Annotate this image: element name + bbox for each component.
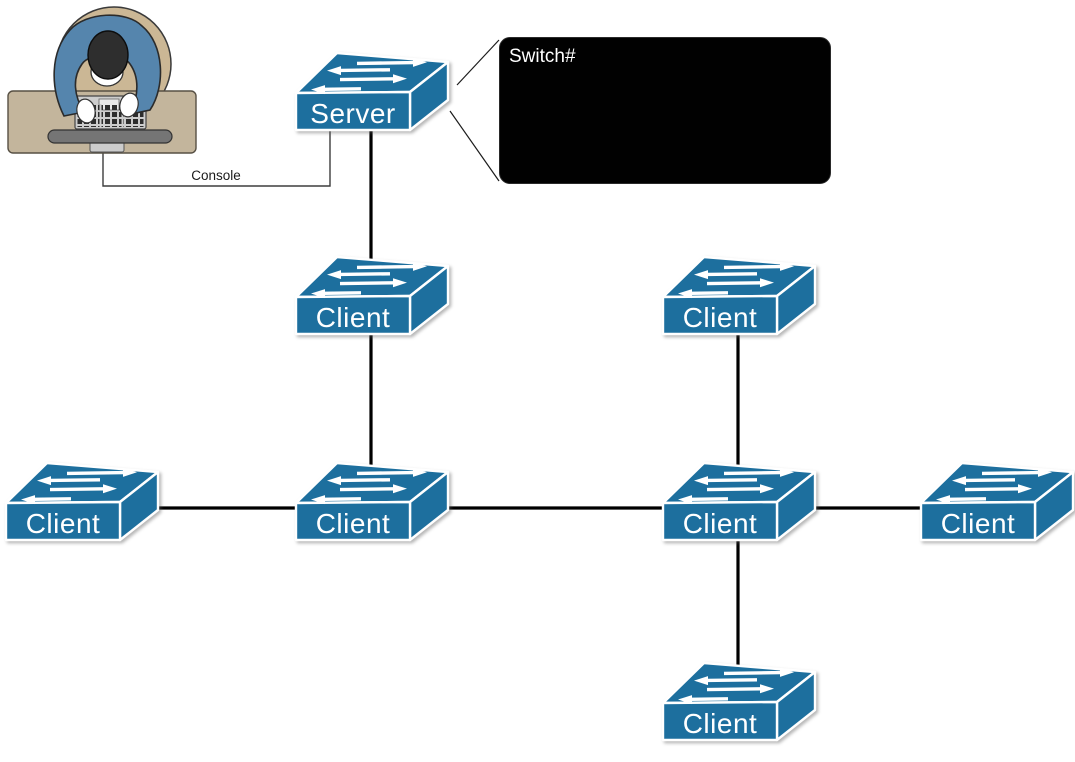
switch-node-client-far-right[interactable]: Client [918, 461, 1075, 542]
cli-prompt: Switch# [509, 46, 576, 67]
switch-node-client-right-top[interactable]: Client [660, 255, 818, 336]
switch-label-server: Server [310, 98, 395, 129]
switch-label-client-mid-right: Client [683, 508, 758, 539]
switch-label-client-bottom: Client [683, 708, 758, 739]
switch-node-client-mid-top[interactable]: Client [293, 255, 451, 336]
switch-node-client-mid-right[interactable]: Client [660, 461, 818, 542]
console-terminal-window[interactable]: Switch# [499, 37, 831, 184]
switch-label-client-far-left: Client [26, 508, 101, 539]
switch-label-client-mid-left: Client [316, 508, 391, 539]
callout-line-bottom [449, 110, 500, 182]
person-body [53, 14, 162, 117]
console-cable-label: Console [191, 168, 241, 183]
person-left-hand [76, 98, 96, 124]
callout-line-top [456, 39, 500, 86]
switch-node-client-mid-left[interactable]: Client [293, 461, 451, 542]
switch-node-server[interactable]: Server [293, 51, 451, 132]
switch-node-client-bottom[interactable]: Client [660, 661, 818, 742]
switch-label-client-mid-top: Client [316, 302, 391, 333]
console-cable [102, 128, 331, 187]
person-right-hand [119, 92, 139, 118]
monitor-icon [47, 129, 173, 144]
switch-label-client-right-top: Client [683, 302, 758, 333]
switch-label-client-far-right: Client [941, 508, 1016, 539]
switch-node-client-far-left[interactable]: Client [3, 461, 161, 542]
person-head [87, 30, 129, 80]
admin-user-illustration [7, 6, 197, 154]
